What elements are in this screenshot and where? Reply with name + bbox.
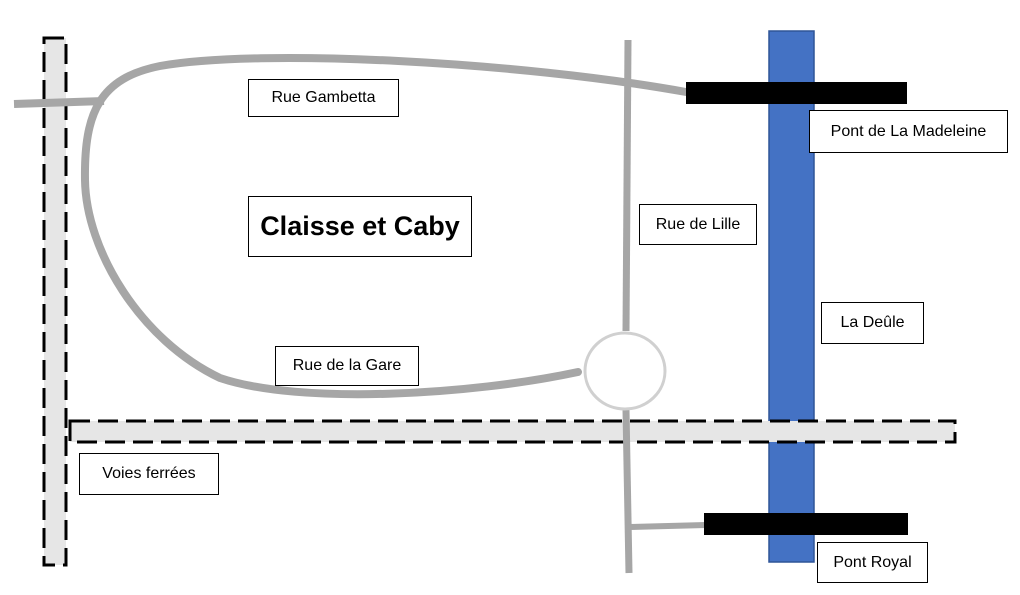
pont-royal-access-road	[628, 522, 707, 530]
railway-horizontal	[68, 419, 957, 444]
rue-gambetta-label: Rue Gambetta	[248, 79, 399, 117]
la-deule-label: La Deûle	[821, 302, 924, 344]
pont-de-la-madeleine-bridge	[686, 82, 907, 104]
voies-ferrees-label: Voies ferrées	[79, 453, 219, 495]
map-title: Claisse et Caby	[248, 196, 472, 257]
roundabout	[583, 331, 667, 411]
railway-vertical	[42, 36, 68, 567]
rue-de-lille-label: Rue de Lille	[639, 204, 757, 245]
rue-de-la-gare-label: Rue de la Gare	[275, 346, 419, 386]
la-deule-river	[768, 30, 815, 563]
pont-royal-bridge	[704, 513, 908, 535]
pont-royal-label: Pont Royal	[817, 542, 928, 583]
rue-gambetta-road	[80, 54, 690, 399]
road-west-stub	[13, 97, 105, 108]
rue-de-lille-road-south	[622, 409, 633, 574]
rue-de-lille-road-north	[622, 39, 632, 332]
pont-de-la-madeleine-label: Pont de La Madeleine	[809, 110, 1008, 153]
